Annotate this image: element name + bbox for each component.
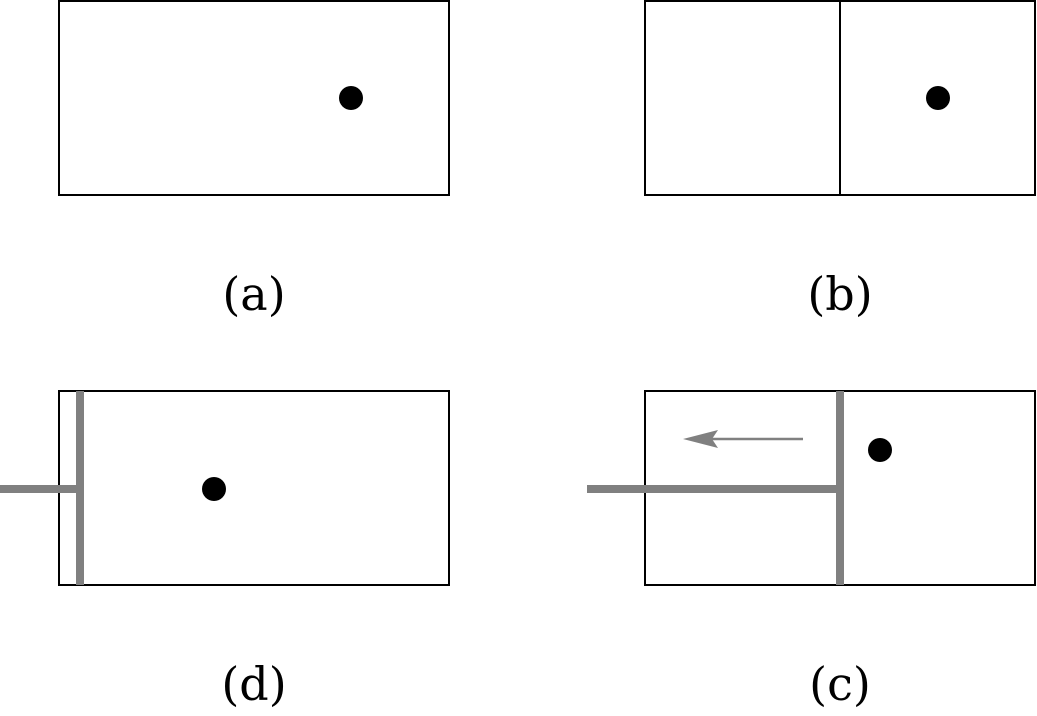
panel-c: (c) [587,390,1036,711]
panel-d-label: (d) [221,657,286,711]
panel-c-motion-arrow-head [683,430,718,448]
panel-c-particle [868,438,892,462]
panel-b-particle [926,86,950,110]
panel-a-particle [339,86,363,110]
panel-a-box [58,0,450,196]
panel-b: (b) [644,0,1036,321]
panel-a-label: (a) [222,267,285,321]
panel-c-label: (c) [809,657,871,711]
panel-a: (a) [58,0,450,321]
panel-b-label: (b) [807,267,872,321]
panel-d-particle [202,477,226,501]
panel-d-box [58,390,450,586]
panel-d: (d) [0,390,450,711]
